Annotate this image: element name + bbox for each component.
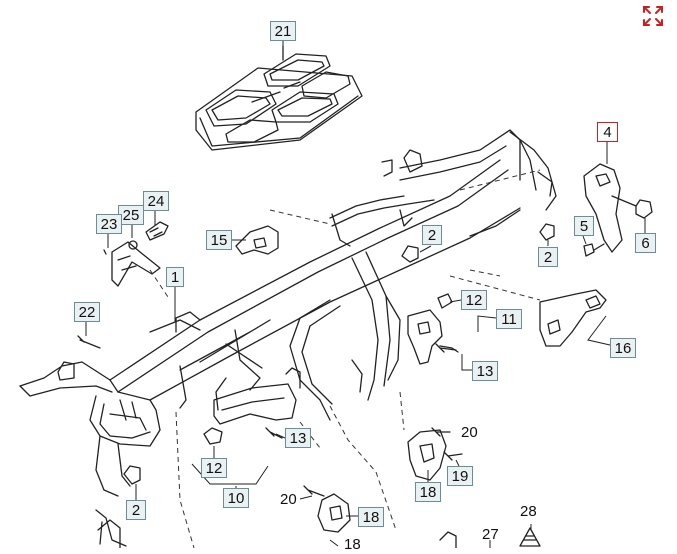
nut-2-lower [123,465,141,485]
callout-1[interactable]: 1 [166,267,184,287]
bracket-15 [235,225,279,255]
callout-16[interactable]: 16 [610,338,636,358]
bracket-16 [539,289,607,347]
lower-parts [97,519,457,548]
bracket-18 [317,429,447,533]
air-vent-grille [195,45,363,151]
callout-2[interactable]: 2 [422,225,442,245]
callout-15[interactable]: 15 [206,230,232,250]
callout-5[interactable]: 5 [574,216,594,236]
callout-10[interactable]: 10 [223,488,249,508]
callout-19[interactable]: 19 [447,466,473,486]
label-20: 20 [461,424,478,441]
label-20: 20 [280,491,297,508]
callout-6[interactable]: 6 [635,233,656,253]
bracket-11 [407,293,459,365]
callout-13[interactable]: 13 [472,361,498,381]
callout-18[interactable]: 18 [415,482,441,502]
callout-18[interactable]: 18 [358,507,384,527]
callout-23[interactable]: 23 [96,214,122,234]
expand-arrows-icon[interactable] [641,4,665,28]
callout-12[interactable]: 12 [201,458,227,478]
label-18: 18 [344,536,361,553]
callout-21[interactable]: 21 [270,21,296,41]
side-bracket-4 [583,163,653,257]
bracket-10 [203,367,301,445]
bracket-23 [103,241,161,287]
cross-car-beam [19,129,557,547]
callout-22[interactable]: 22 [74,302,100,322]
label-28: 28 [520,503,537,520]
bolt-24 [128,221,169,250]
callout-2[interactable]: 2 [538,247,558,267]
callout-13[interactable]: 13 [285,428,311,448]
callout-24[interactable]: 24 [143,191,169,211]
label-27: 27 [482,526,499,543]
warning-triangle-28 [519,527,541,547]
nut-2-upper [401,223,555,263]
callout-2[interactable]: 2 [126,500,146,520]
callout-12[interactable]: 12 [461,290,487,310]
callout-4[interactable]: 4 [597,122,618,142]
callout-11[interactable]: 11 [496,309,522,329]
